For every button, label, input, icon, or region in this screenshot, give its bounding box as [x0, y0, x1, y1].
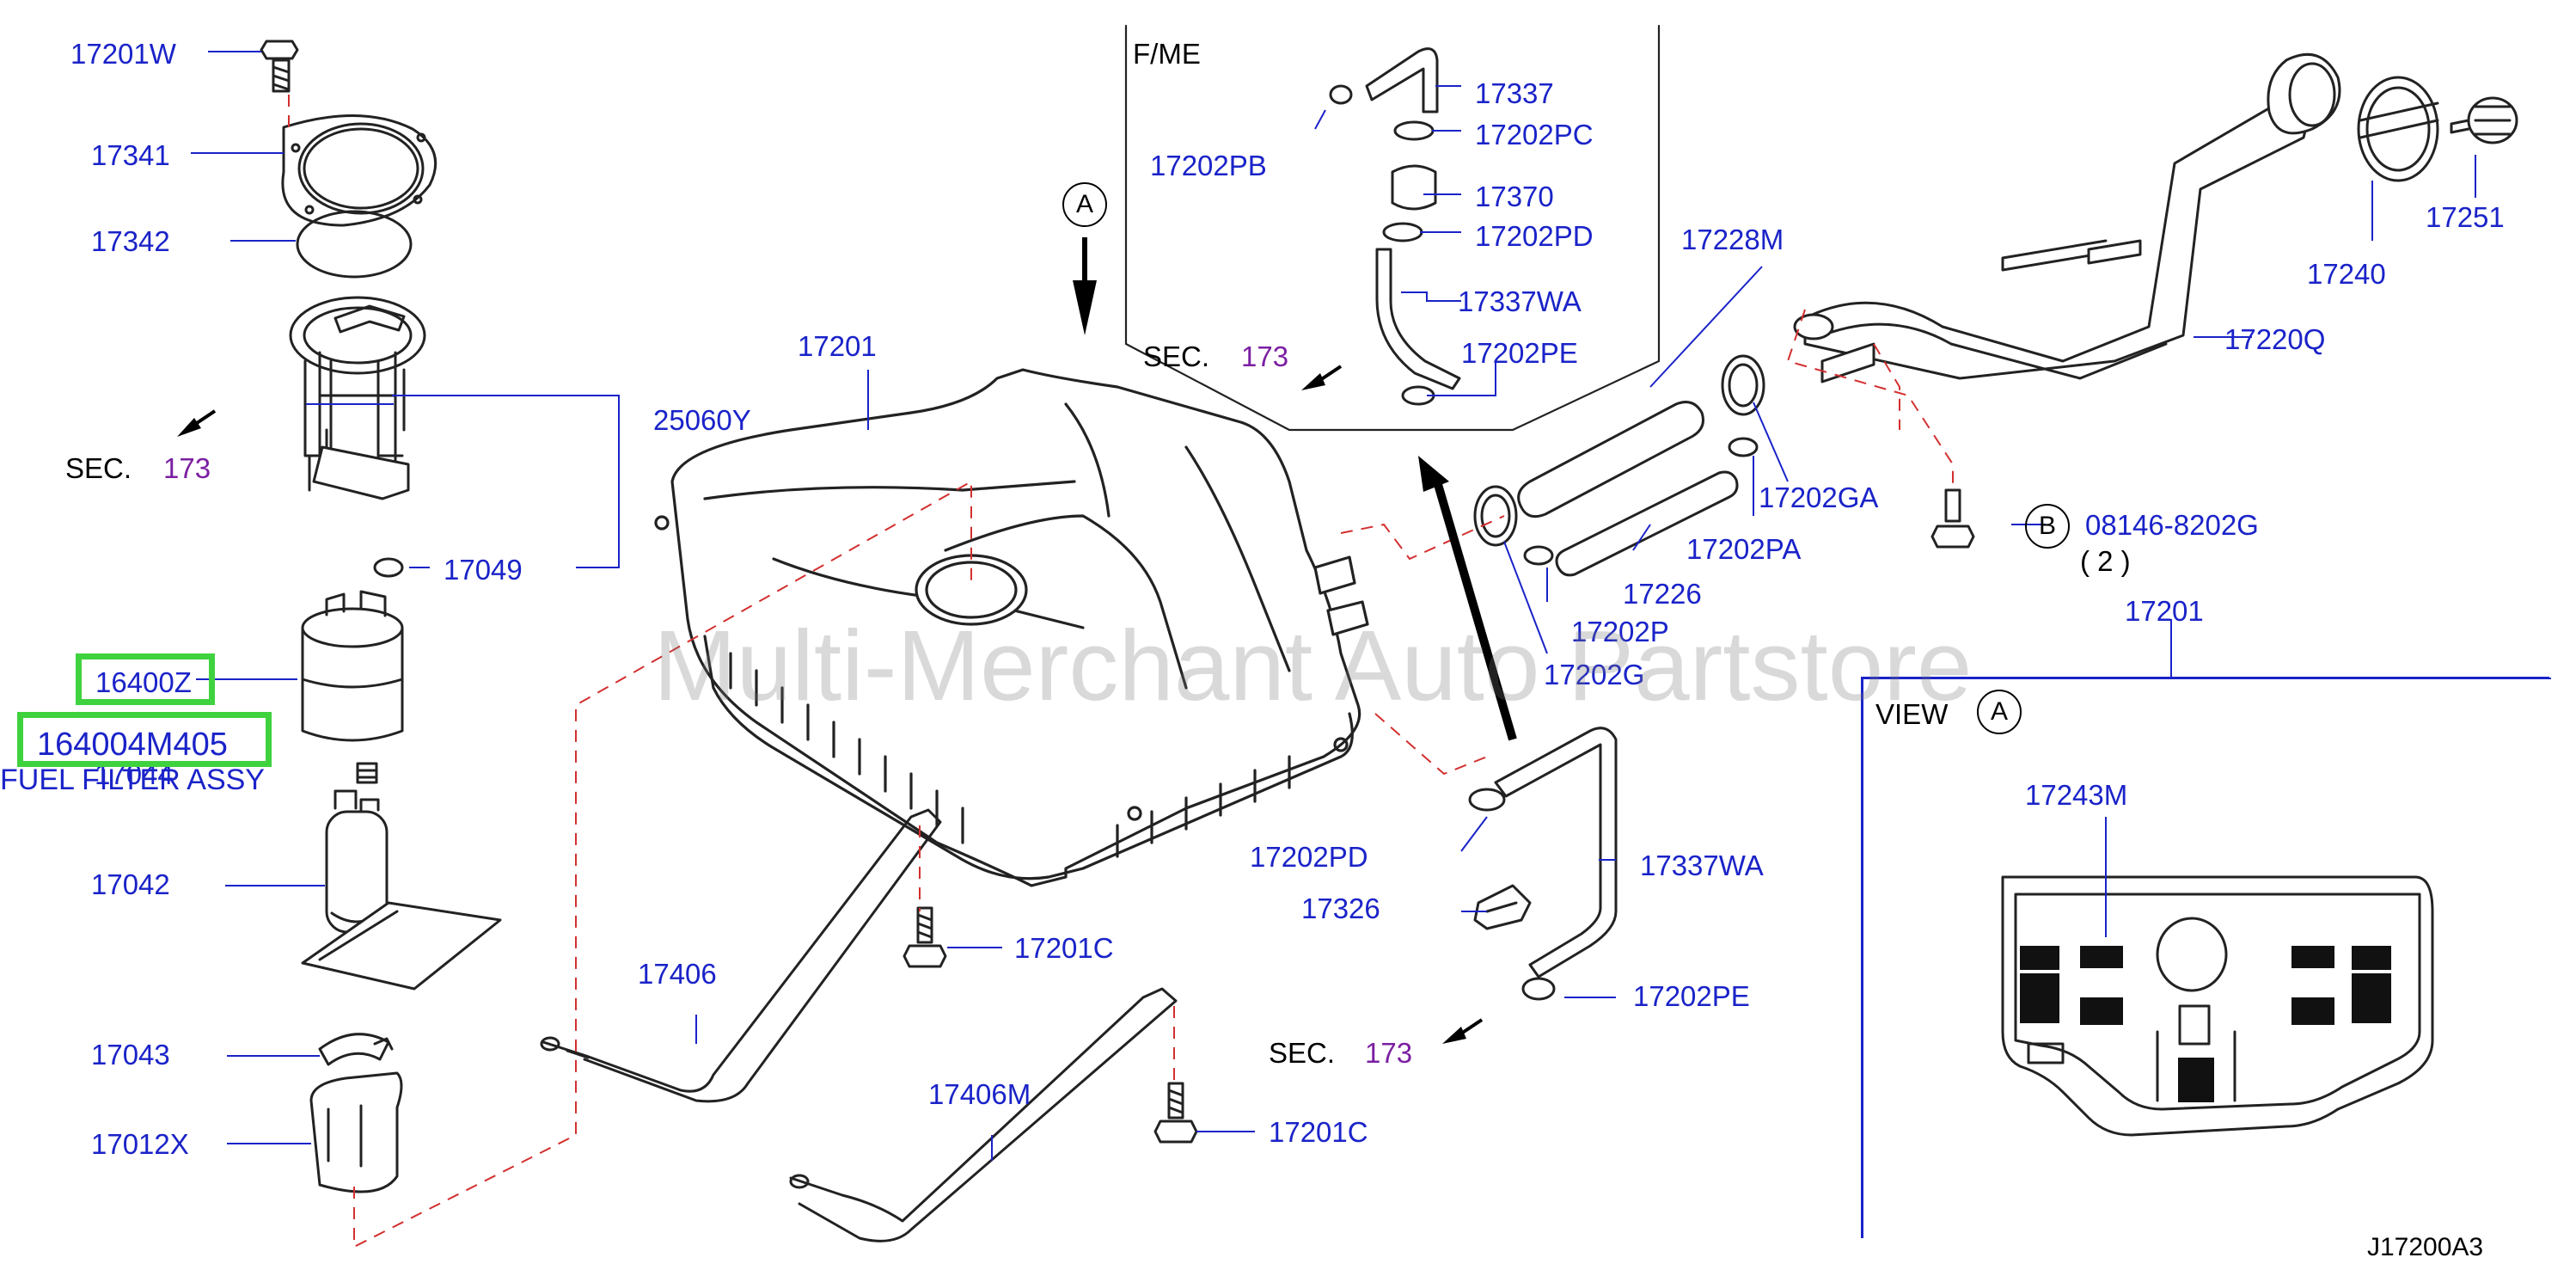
- part-label-17406m[interactable]: 17406M: [928, 1078, 1031, 1110]
- highlight-label-16400z: 16400Z: [95, 666, 192, 698]
- part-label-17342[interactable]: 17342: [91, 225, 170, 257]
- fuel-tank-17201: [654, 368, 1369, 887]
- part-label-17240[interactable]: 17240: [2307, 258, 2386, 290]
- clip-17043: [318, 1033, 394, 1066]
- tank-strap-17406m: [789, 987, 1178, 1242]
- part-label-17337[interactable]: 17337: [1475, 77, 1554, 109]
- part-label-17326[interactable]: 17326: [1301, 893, 1380, 924]
- bolt-17201c-lower: [1153, 1082, 1198, 1144]
- part-label-17201w[interactable]: 17201W: [70, 38, 176, 70]
- watermark: Multi-Merchant Auto Partstore: [653, 610, 1973, 721]
- part-label-17226[interactable]: 17226: [1623, 578, 1702, 610]
- part-label-17202pe-inset[interactable]: 17202PE: [1461, 337, 1578, 369]
- part-label-17202p[interactable]: 17202P: [1571, 616, 1669, 647]
- part-label-17201c-lower[interactable]: 17201C: [1269, 1116, 1368, 1148]
- part-label-17337wa-inset[interactable]: 17337WA: [1458, 285, 1582, 317]
- fuel-cap-17251: [2450, 96, 2518, 144]
- bolt-08146-8202g: [1930, 488, 1975, 549]
- hose-17337wa-lower: [1468, 727, 1618, 1001]
- fuel-pump-17042: [301, 789, 502, 991]
- part-label-17202g[interactable]: 17202G: [1544, 659, 1645, 690]
- part-label-17043[interactable]: 17043: [91, 1039, 170, 1070]
- o-ring-17049: [373, 557, 404, 578]
- highlight-16400z[interactable]: 16400Z: [76, 653, 215, 705]
- filler-neck-17220q: [1793, 52, 2341, 383]
- bolt-17201w: [260, 40, 299, 93]
- hose-17226: [1555, 470, 1739, 577]
- pump-module-25060y: [289, 296, 426, 500]
- gasket-17342: [296, 210, 413, 279]
- part-label-17202pd-inset[interactable]: 17202PD: [1475, 220, 1594, 252]
- fuel-filter-assy-desc[interactable]: FUEL FILTER ASSY: [0, 764, 265, 796]
- clamp-17202p: [1523, 545, 1554, 566]
- view-a-frame: [1862, 678, 2551, 1238]
- part-label-17341[interactable]: 17341: [91, 139, 170, 171]
- part-label-17201-tank[interactable]: 17201: [798, 330, 877, 362]
- part-label-25060y[interactable]: 25060Y: [653, 404, 751, 436]
- view-a-word: VIEW: [1875, 698, 1949, 730]
- view-a-tank: [2001, 875, 2434, 1137]
- part-label-17049[interactable]: 17049: [444, 554, 523, 586]
- part-label-17202pb[interactable]: 17202PB: [1150, 150, 1267, 181]
- inset-sec-word: SEC.: [1143, 340, 1210, 372]
- callout-b: B: [2025, 504, 2070, 549]
- inset-sec-num[interactable]: 173: [1241, 340, 1289, 372]
- callout-a-top: A: [1062, 182, 1107, 227]
- clamp-17202pa: [1728, 437, 1759, 457]
- retainer-ring-17341: [281, 114, 437, 227]
- inset-fme-parts: [1329, 47, 1461, 406]
- part-label-17202ga[interactable]: 17202GA: [1759, 482, 1879, 513]
- part-label-17201c-upper[interactable]: 17201C: [1014, 932, 1114, 964]
- bolt-quantity: ( 2 ): [2080, 545, 2131, 577]
- part-label-17251[interactable]: 17251: [2426, 201, 2505, 233]
- direction-arrows: [177, 237, 1517, 1044]
- part-label-17202pd-lower[interactable]: 17202PD: [1250, 841, 1368, 873]
- view-a-blocks: [2020, 946, 2391, 1102]
- tank-strap-17406: [540, 808, 942, 1103]
- highlight-164004m405[interactable]: 164004M405: [17, 712, 272, 767]
- part-label-17337wa-lower[interactable]: 17337WA: [1640, 850, 1764, 881]
- jet-17044: [356, 762, 378, 784]
- diagram-code: J17200A3: [2367, 1233, 2484, 1261]
- part-label-17220q[interactable]: 17220Q: [2224, 323, 2326, 355]
- sec-ref-bottom-num[interactable]: 173: [1365, 1037, 1413, 1069]
- part-label-08146-8202g[interactable]: 08146-8202G: [2085, 509, 2259, 541]
- part-label-17406[interactable]: 17406: [638, 958, 717, 990]
- highlight-label-164004m405: 164004M405: [37, 727, 228, 763]
- clamp-17202g: [1473, 485, 1518, 547]
- bolt-17201c-upper: [903, 906, 947, 968]
- part-label-17202pa[interactable]: 17202PA: [1686, 533, 1802, 565]
- sec-ref-left-num[interactable]: 173: [163, 452, 211, 484]
- part-label-17202pc[interactable]: 17202PC: [1475, 119, 1594, 150]
- sec-ref-left-word: SEC.: [65, 452, 132, 484]
- inset-fme-frame: [1124, 24, 1661, 432]
- filler-ring-17240: [2357, 76, 2439, 182]
- part-label-17370[interactable]: 17370: [1475, 181, 1554, 212]
- part-label-17202pe-lower[interactable]: 17202PE: [1633, 980, 1750, 1012]
- bracket-17012x: [309, 1071, 403, 1193]
- fuel-filter-16400z: [301, 590, 404, 742]
- part-label-17228m[interactable]: 17228M: [1681, 224, 1784, 255]
- hose-17228m: [1517, 401, 1704, 518]
- part-label-17243m[interactable]: 17243M: [2025, 779, 2128, 811]
- clip-17326: [1473, 884, 1532, 930]
- inset-fme-title: F/ME: [1133, 38, 1201, 70]
- clamp-17202ga: [1721, 354, 1765, 416]
- callout-a-view: A: [1977, 690, 2022, 734]
- sec-ref-bottom-word: SEC.: [1269, 1037, 1336, 1069]
- red-dashed-leaders: [288, 95, 1954, 1248]
- part-label-17201-view[interactable]: 17201: [2125, 595, 2204, 627]
- part-label-17012x[interactable]: 17012X: [91, 1128, 189, 1160]
- part-label-17042[interactable]: 17042: [91, 868, 170, 900]
